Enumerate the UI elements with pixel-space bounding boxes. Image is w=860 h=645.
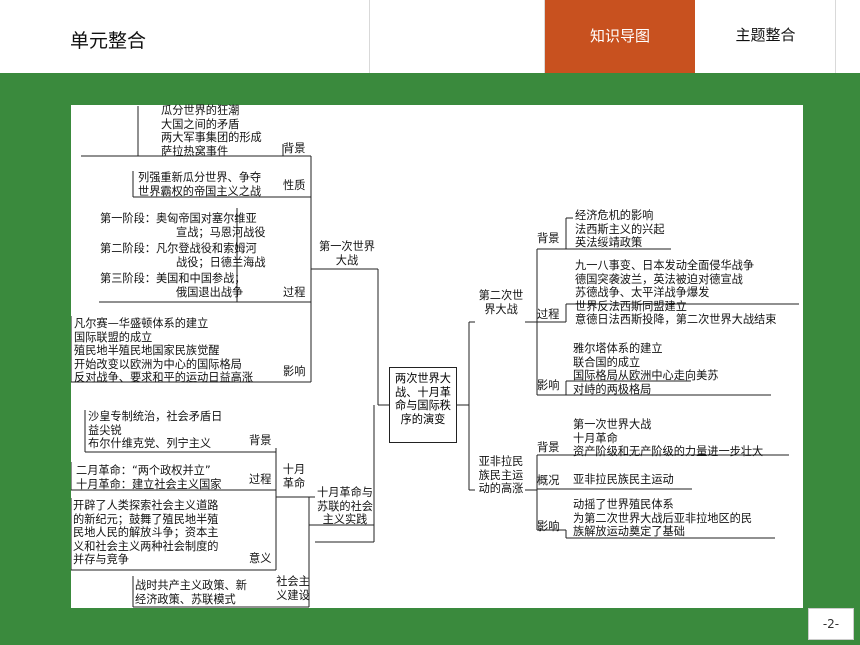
ww1-nature-text: 列强重新瓜分世界、争夺 世界霸权的帝国主义之战 [138,171,262,198]
ww2-background-label: 背景 [537,232,560,245]
october-process-label: 过程 [249,473,272,486]
afro-overview-text: 亚非拉民族民主运动 [573,473,674,486]
mind-map-panel: 瓜分世界的狂潮 大国之间的矛盾 两大军事集团的形成 萨拉热窝事件 背景 列强重新… [71,104,803,608]
ww2-impact-label: 影响 [537,379,560,392]
socialism-text: 战时共产主义政策、新 经济政策、苏联模式 [135,579,247,606]
october-background-text: 沙皇专制统治，社会矛盾日 益尖锐 布尔什维克党、列宁主义 [88,410,223,450]
socialism-title: 社会主义建设 [276,575,310,602]
ww2-background-text: 经济危机的影响 法西斯主义的兴起 英法绥靖政策 [575,209,665,249]
center-topic-box: 两次世界大战、十月革命与国际秩序的演变 [389,367,457,443]
mind-map-lines [71,106,799,608]
october-title: 十月革命 [282,463,306,490]
afro-impact-label: 影响 [537,520,560,533]
ww1-process-text: 第一阶段：奥匈帝国对塞尔维亚 宣战；马恩河战役 第二阶段：凡尔登战役和索姆河 战… [100,212,266,299]
afro-background-label: 背景 [537,441,560,454]
afro-background-text: 第一次世界大战 十月革命 资产阶级和无产阶级的力量进一步壮大 [573,418,764,458]
ww1-nature-label: 性质 [283,179,306,192]
tab-knowledge-map[interactable]: 知识导图 [545,0,695,73]
ww1-impact-label: 影响 [283,365,306,378]
page-title: 单元整合 [70,30,147,52]
october-background-label: 背景 [249,434,272,447]
header-title-cell [0,0,370,73]
ww1-background-text: 瓜分世界的狂潮 大国之间的矛盾 两大军事集团的形成 萨拉热窝事件 [161,104,262,158]
page-number: -2- [808,608,854,640]
afro-overview-label: 概况 [537,474,560,487]
afro-impact-text: 动摇了世界殖民体系 为第二次世界大战后亚非拉地区的民 族解放运动奠定了基础 [573,498,753,538]
october-meaning-text: 开辟了人类探索社会主义道路 的新纪元；鼓舞了殖民地半殖 民地人民的解放斗争；资本… [73,499,219,566]
ww2-process-label: 过程 [537,308,560,321]
october-meaning-label: 意义 [249,552,272,565]
ww2-process-text: 九一八事变、日本发动全面侵华战争 德国突袭波兰，英法被迫对德宣战 苏德战争、太平… [575,259,777,326]
october-process-text: 二月革命：“两个政权并立” 十月革命：建立社会主义国家 [76,464,222,491]
afro-title: 亚非拉民族民主运动的高涨 [478,455,524,495]
ww2-impact-text: 雅尔塔体系的建立 联合国的成立 国际格局从欧洲中心走向美苏 对峙的两极格局 [573,342,719,396]
header-spacer-cell [370,0,545,73]
ww1-impact-text: 凡尔赛—华盛顿体系的建立 国际联盟的成立 殖民地半殖民地国家民族觉醒 开始改变以… [74,317,254,384]
ww1-title: 第一次世界大战 [319,240,375,267]
ww1-process-label: 过程 [283,286,306,299]
ww1-background-label: 背景 [283,142,306,155]
ww2-title: 第二次世界大战 [478,289,524,316]
header-bar: 单元整合 知识导图 主题整合 [0,0,860,73]
revolution-title: 十月革命与苏联的社会主义实践 [317,486,373,526]
tab-topic-integration[interactable]: 主题整合 [696,0,836,73]
